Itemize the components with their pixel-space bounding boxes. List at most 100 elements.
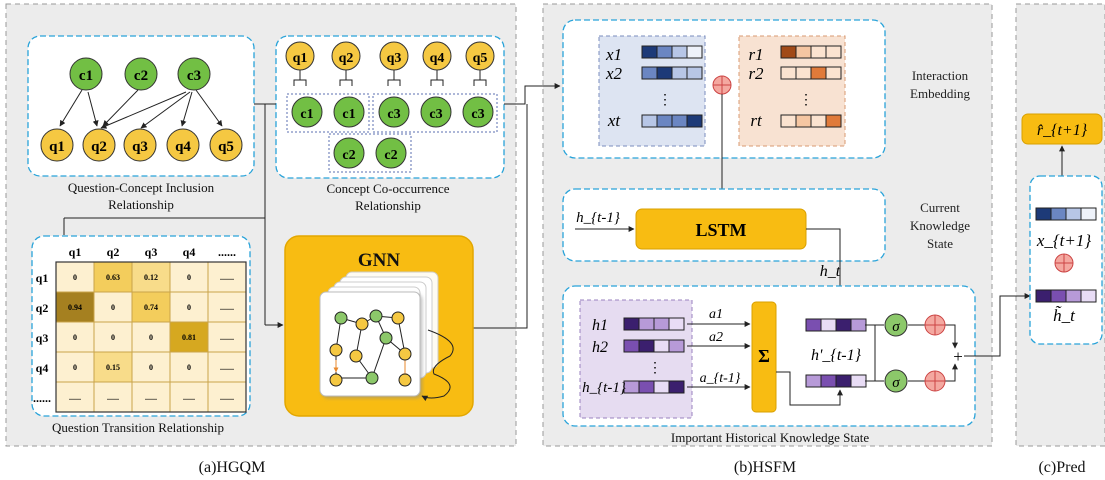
x-label: x2 [605,64,623,83]
matrix-cell [207,291,247,323]
matrix-cell [93,381,133,413]
gate-wires [865,293,1031,382]
hist-label: ⋮ [648,361,662,376]
gnn-graph [329,309,412,387]
matrix-cell-value: 0 [149,333,153,342]
h-tilde-vec [1035,289,1097,303]
x-next-label: x_{t+1} [1036,231,1092,250]
important-caption: Important Historical Knowledge State [671,430,869,445]
matrix-cell-value: 0 [73,333,77,342]
hist-rows [623,317,685,394]
inclusion-edges [59,89,223,129]
x-vector [641,114,703,128]
matrix-cell-value: ...... [69,393,81,402]
x-next-vec [1035,207,1097,221]
concept-node [291,96,323,128]
h-tilde-label: h̃_t [1053,306,1076,325]
matrix-cell-value: ....... [220,273,234,282]
matrix-cell [93,321,133,353]
cooccur-concepts: c1 c1 c3 c3 c3 c2 c2 [291,96,494,169]
plus-label: + [953,347,963,366]
matrix-row-header: q2 [36,301,49,315]
r-embed-rows [780,45,842,128]
matrix-cell-value: 0 [111,333,115,342]
interaction-caption-2: Embedding [910,86,970,101]
interaction-caption-1: Interaction [912,68,969,83]
question-label: q4 [175,139,191,155]
current-caption-3: State [927,236,953,251]
matrix-col-header: q2 [107,245,120,259]
matrix-col-header: q4 [183,245,196,259]
hprime-vector [805,374,867,388]
matrix-row-header: q1 [36,271,49,285]
matrix-cell-value: 0 [73,363,77,372]
a-label: a_{t-1} [700,371,741,386]
matrix-cell-value: ....... [220,303,234,312]
inclusion-questions: q1 q2 q3 q4 q5 [40,128,243,162]
matrix-cell [131,381,171,413]
hgqm-connectors [63,83,561,329]
hprime-label: h'_{t-1} [811,347,862,364]
x-vector [641,45,703,59]
lstm-label: LSTM [695,220,746,240]
oplus-icon [924,314,946,392]
current-caption-1: Current [920,200,960,215]
panel-label-b: (b)HSFM [734,459,796,476]
sigma-gate-icon [884,313,908,393]
a-label: a2 [709,330,723,345]
question-label: q1 [49,139,65,155]
concept-node [462,96,494,128]
sigma-label: σ [892,375,900,391]
concept-node [375,137,407,169]
concept-label: c1 [79,68,93,84]
matrix-cell [169,351,209,383]
ht-vector [805,318,867,332]
matrix-row-header: q4 [36,361,49,375]
matrix-cell-value: 0 [149,363,153,372]
r-label: r1 [748,45,763,64]
matrix-col-header: q3 [145,245,158,259]
matrix-cell [93,351,133,383]
r-label: rt [750,111,763,130]
cooccur-caption-1: Concept Co-occurrence [326,181,449,196]
matrix-cell [169,381,209,413]
r-vector [780,114,842,128]
hist-label: h2 [592,339,608,356]
matrix-cell [207,351,247,383]
h-tilde-vector [1035,289,1097,303]
question-label: q2 [91,139,107,155]
concept-node [69,57,103,91]
concept-label: c3 [471,107,484,122]
matrix-cell-value: ....... [220,393,234,402]
inclusion-caption-2: Relationship [108,197,174,212]
hist-label: h_{t-1} [582,380,626,396]
ht-label: h_t [820,263,841,280]
question-node [285,41,315,71]
matrix-cell-value: 0 [187,273,191,282]
current-caption-2: Knowledge [910,218,970,233]
matrix-cell-value: 0.74 [144,303,158,312]
inclusion-concepts: c1 c2 c3 [69,57,211,91]
matrix-col-header: ...... [218,245,236,259]
question-label: q3 [387,51,402,66]
matrix-cell-value: 0.12 [144,273,158,282]
matrix-cell [131,321,171,353]
x-embed-rows [641,45,703,128]
x-label: x1 [605,45,622,64]
matrix-cell-value: 0 [187,303,191,312]
question-node [422,41,452,71]
concept-node [378,96,410,128]
transition-caption: Question Transition Relationship [52,420,224,435]
h-prev-label: h_{t-1} [576,210,620,226]
concept-node [333,96,365,128]
question-label: q4 [430,51,445,66]
matrix-cell [93,261,133,293]
panel-label-c: (c)Pred [1038,459,1085,476]
matrix-row-header: ...... [33,391,51,405]
r-label: r2 [748,64,764,83]
matrix-row-header: q3 [36,331,49,345]
question-label: q3 [132,139,148,155]
matrix-col-header: q1 [69,245,82,259]
